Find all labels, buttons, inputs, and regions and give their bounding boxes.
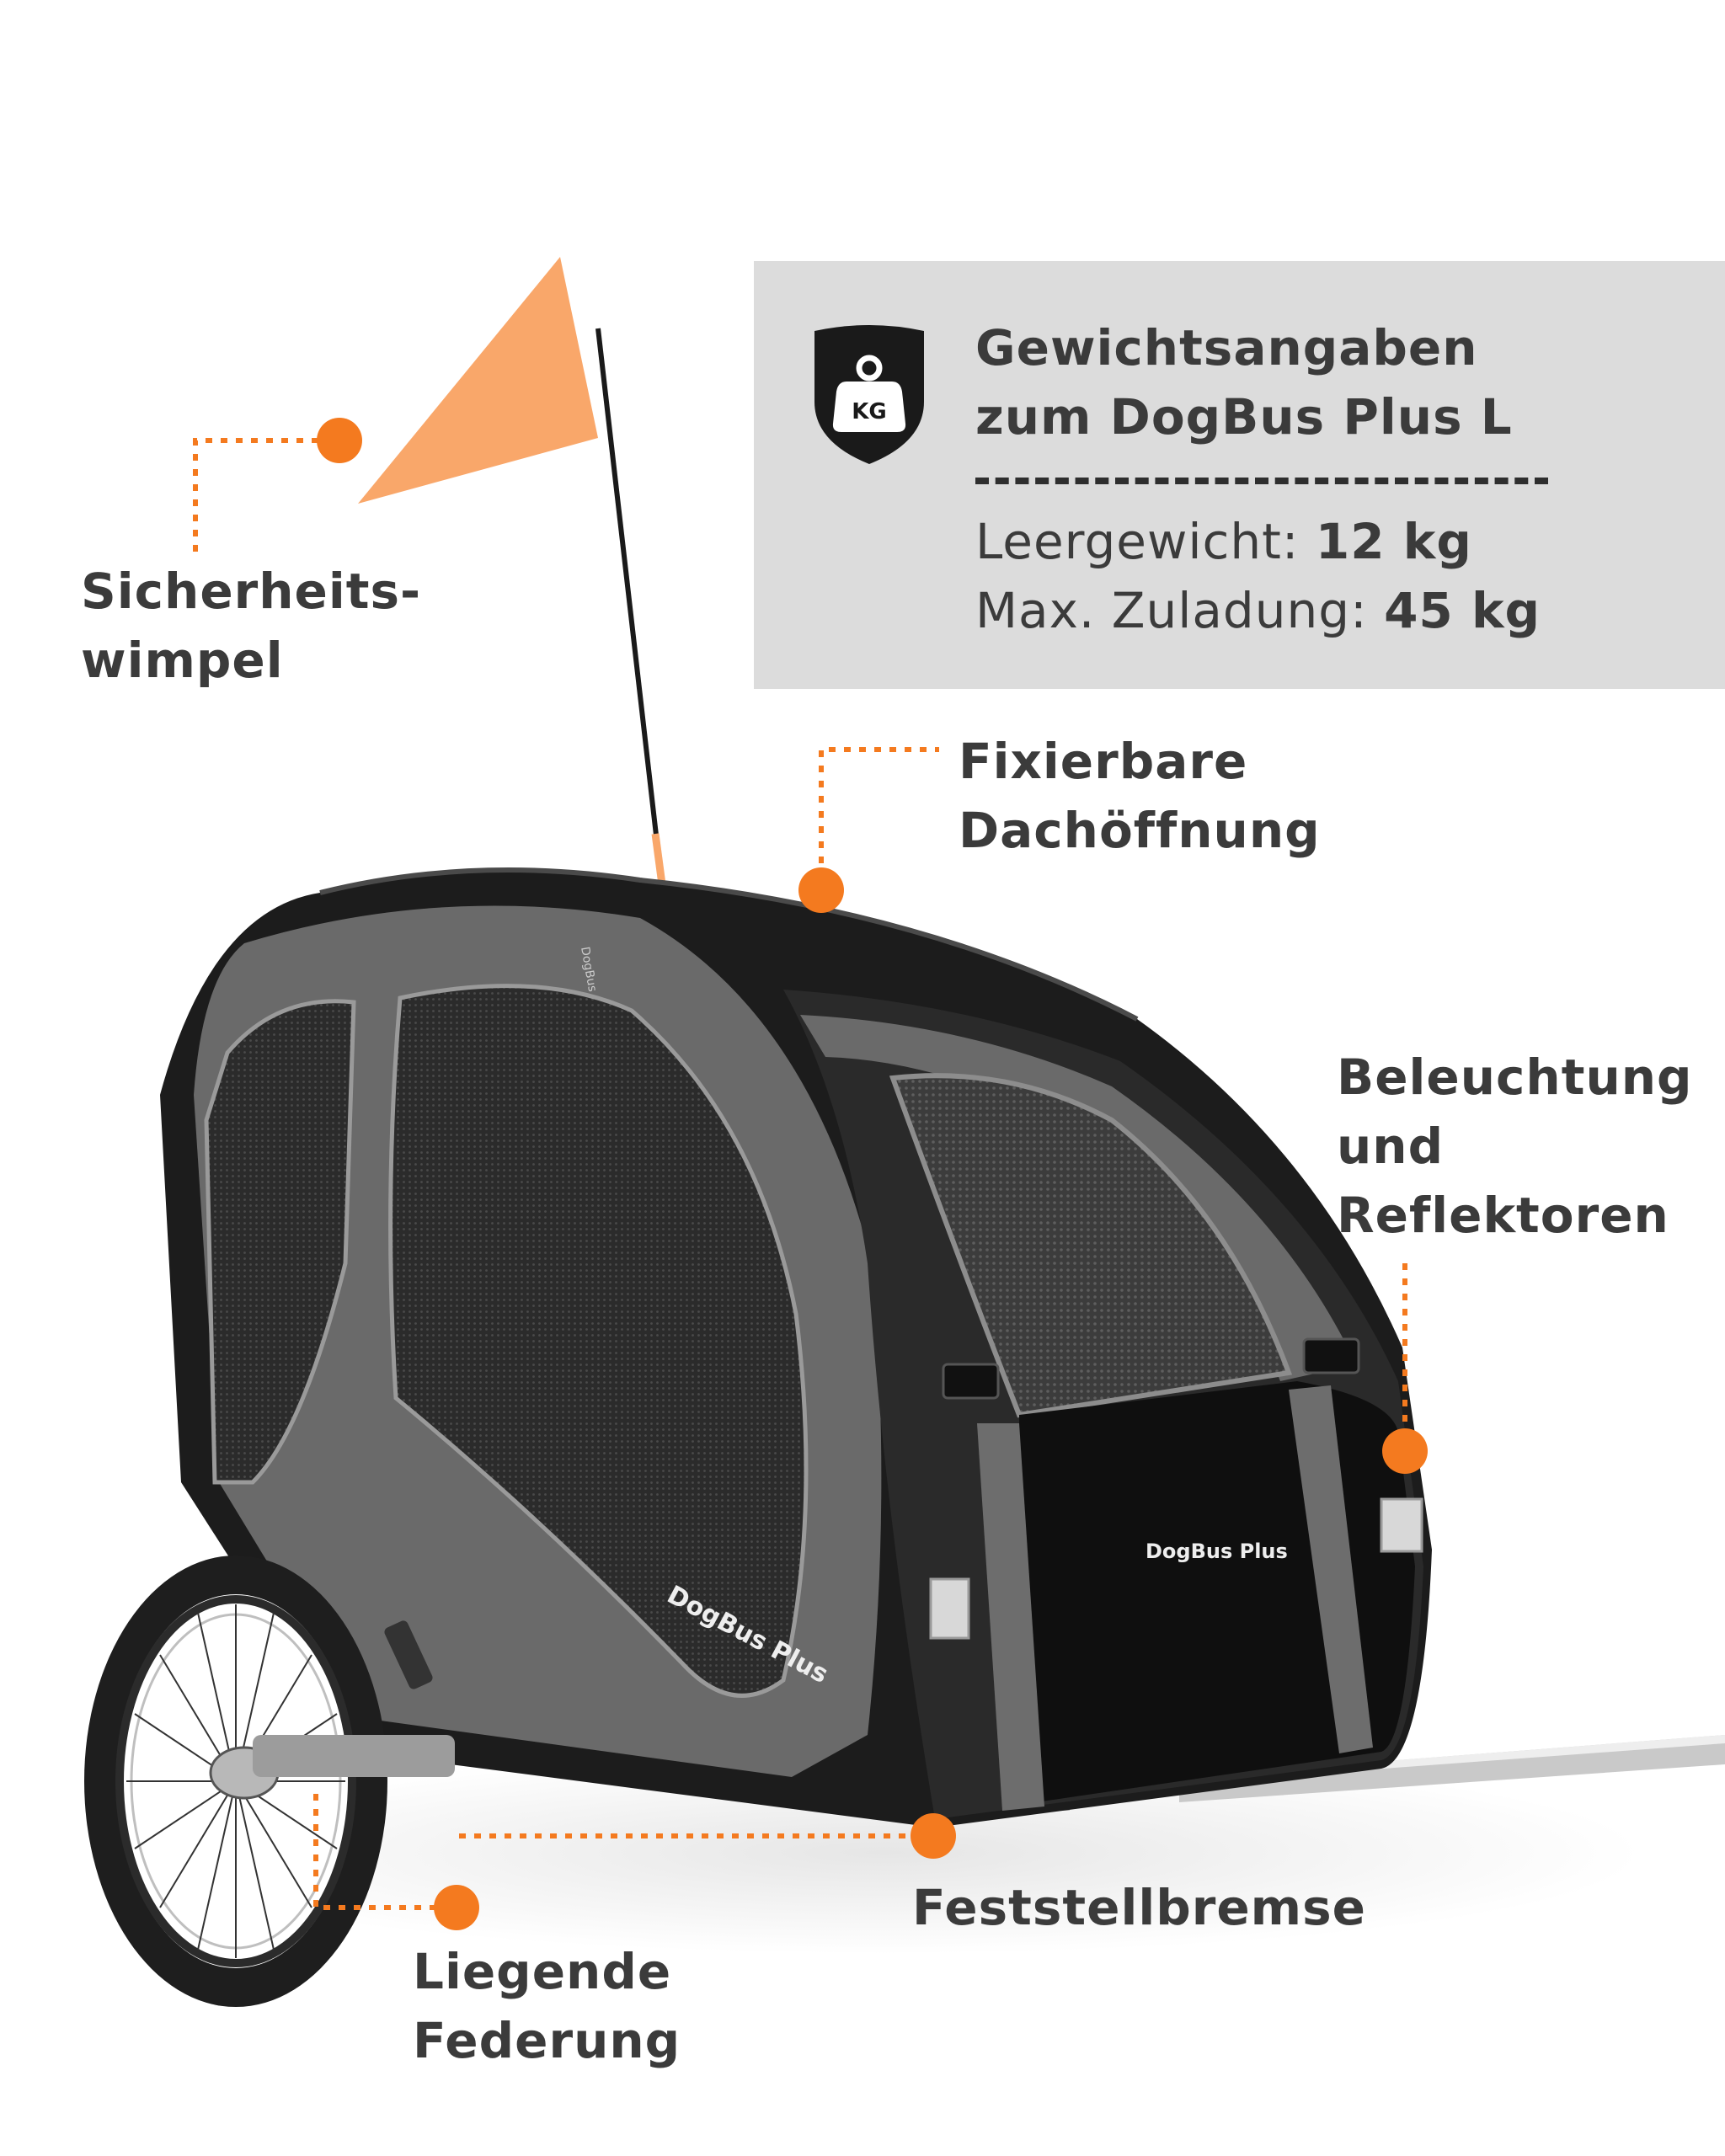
wheel bbox=[84, 1556, 455, 2007]
kg-icon-text: KG bbox=[852, 399, 887, 424]
max-load-line: Max. Zuladung: 45 kg bbox=[975, 576, 1541, 645]
kg-weight-icon: KG bbox=[814, 325, 924, 464]
weight-info-box: KG Gewichtsangaben zum DogBus Plus L Lee… bbox=[754, 261, 1725, 689]
reflector-left bbox=[929, 1577, 970, 1640]
dot-bremse bbox=[911, 1813, 956, 1859]
reflector-right bbox=[1380, 1497, 1423, 1553]
weight-title: Gewichtsangaben zum DogBus Plus L bbox=[975, 319, 1513, 446]
brand-front-text: DogBus Plus bbox=[1146, 1540, 1288, 1563]
callout-bremse-label: Feststellbremse bbox=[912, 1879, 1366, 1936]
dot-federung bbox=[434, 1885, 479, 1930]
callout-wimpel-label: Sicherheits- wimpel bbox=[81, 563, 422, 689]
dot-beleuchtung bbox=[1382, 1428, 1428, 1474]
callout-federung-label: Liegende Federung bbox=[413, 1943, 681, 2069]
empty-weight-value: 12 kg bbox=[1315, 513, 1472, 570]
empty-weight-line: Leergewicht: 12 kg bbox=[975, 507, 1472, 576]
dot-dach bbox=[798, 867, 844, 913]
max-load-value: 45 kg bbox=[1384, 582, 1541, 639]
callout-dots bbox=[317, 418, 1428, 1930]
callout-beleuchtung-label: Beleuchtung und Reflektoren bbox=[1337, 1049, 1693, 1244]
max-load-label: Max. Zuladung: bbox=[975, 582, 1368, 639]
empty-weight-label: Leergewicht: bbox=[975, 513, 1300, 570]
floor-shadow bbox=[126, 1752, 1642, 1954]
trailer-body bbox=[160, 867, 1432, 1828]
weight-divider bbox=[975, 478, 1548, 484]
dot-wimpel bbox=[317, 418, 362, 463]
callout-leaders bbox=[193, 438, 1407, 1910]
callout-dach-label: Fixierbare Dachöffnung bbox=[959, 733, 1321, 859]
